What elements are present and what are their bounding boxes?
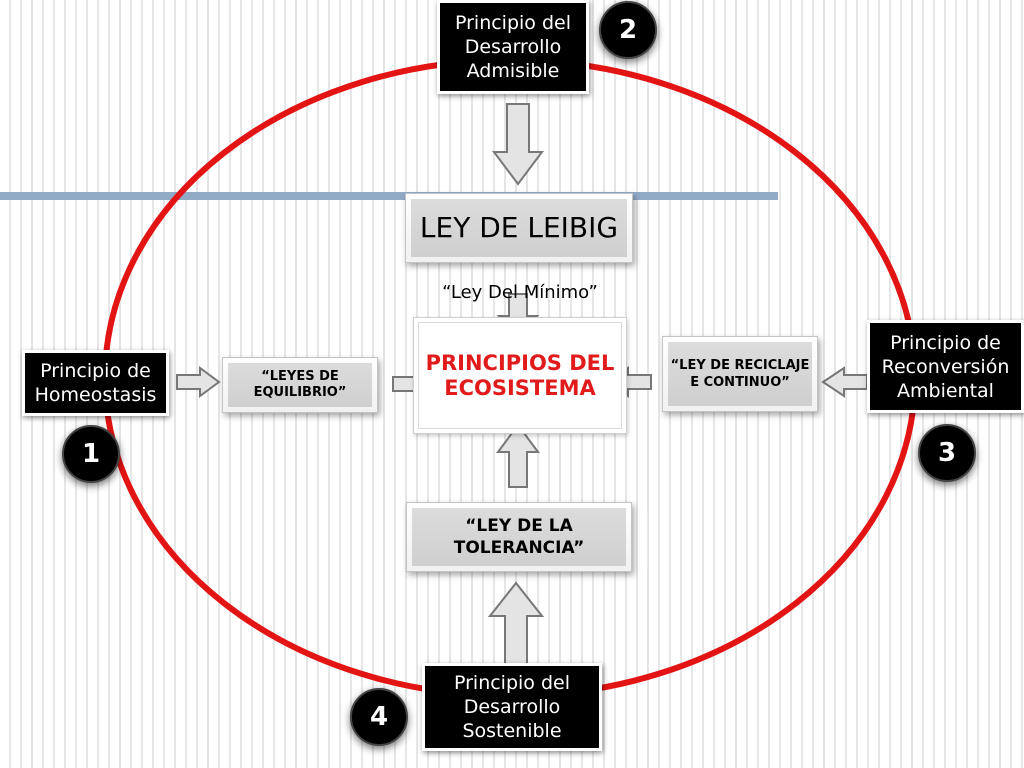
principle-label: Principio del Desarrollo Admisible — [454, 12, 571, 82]
principle-homeostasis: Principio de Homeostasis — [22, 350, 169, 416]
principle-reconversion-ambiental: Principio de Reconversión Ambiental — [867, 320, 1024, 413]
center-title: PRINCIPIOS DEL ECOSISTEMA — [418, 322, 622, 429]
reciclaje-label: “LEY DE RECICLAJE E CONTINUO” — [668, 342, 812, 406]
leibig-box: LEY DE LEIBIG — [405, 193, 633, 263]
principle-desarrollo-admisible: Principio del Desarrollo Admisible — [437, 0, 589, 94]
tolerancia-label: “LEY DE LA TOLERANCIA” — [412, 508, 626, 566]
arrow-up-icon — [496, 423, 540, 488]
arrow-up-large-icon — [487, 581, 545, 667]
arrow-right-icon — [176, 366, 221, 398]
accent-line — [0, 192, 778, 200]
number-badge: 2 — [599, 1, 657, 59]
arrow-left-outer-icon — [821, 366, 868, 398]
equilibrio-label: “LEYES DE EQUILIBRIO” — [228, 363, 372, 407]
number-badge: 3 — [918, 424, 976, 482]
principle-desarrollo-sostenible: Principio del Desarrollo Sostenible — [422, 663, 602, 751]
arrow-down-icon — [492, 103, 544, 186]
center-node: PRINCIPIOS DEL ECOSISTEMA — [413, 317, 627, 434]
equilibrio-box: “LEYES DE EQUILIBRIO” — [222, 357, 378, 413]
principle-label: Principio de Homeostasis — [34, 360, 157, 406]
principle-label: Principio de Reconversión Ambiental — [881, 331, 1010, 402]
leibig-title: LEY DE LEIBIG — [411, 199, 627, 257]
principle-label: Principio del Desarrollo Sostenible — [453, 672, 570, 742]
number-badge: 4 — [350, 688, 408, 746]
leibig-subtitle: “Ley Del Mínimo” — [442, 282, 598, 303]
number-badge: 1 — [62, 425, 120, 483]
tolerancia-box: “LEY DE LA TOLERANCIA” — [406, 502, 632, 572]
reciclaje-box: “LEY DE RECICLAJE E CONTINUO” — [662, 336, 818, 412]
